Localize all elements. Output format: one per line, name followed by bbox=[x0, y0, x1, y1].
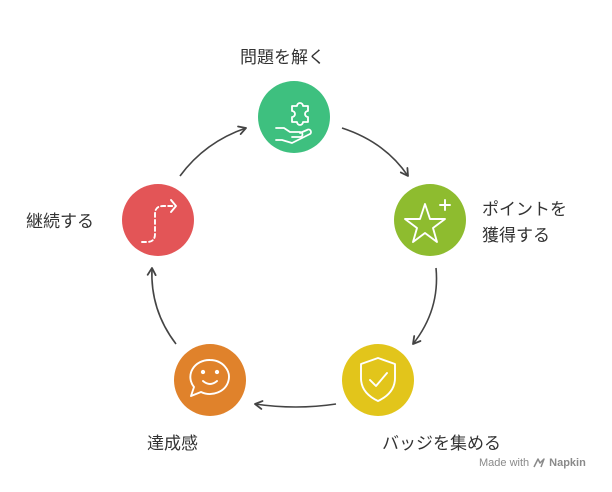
step-label-points-line2: 獲得する bbox=[482, 226, 550, 246]
arrow-5-to-1 bbox=[179, 125, 247, 177]
puzzle-hand-icon bbox=[275, 102, 312, 144]
watermark-brand: Napkin bbox=[549, 457, 586, 469]
step-circle-badges bbox=[342, 344, 414, 416]
step-label-achievement: 達成感 bbox=[147, 434, 198, 454]
step-label-badges: バッジを集める bbox=[382, 434, 501, 454]
shield-check-icon bbox=[360, 357, 396, 402]
arrow-3-to-4 bbox=[254, 400, 337, 410]
star-plus-icon bbox=[404, 199, 451, 243]
arrow-1-to-2 bbox=[341, 127, 409, 177]
step-node-points bbox=[394, 184, 466, 256]
path-arrow-icon bbox=[141, 199, 177, 243]
watermark-text: Made with bbox=[479, 457, 530, 469]
smile-chat-icon bbox=[189, 359, 230, 397]
napkin-logo-icon bbox=[533, 458, 545, 468]
step-label-continue: 継続する bbox=[26, 212, 94, 232]
step-circle-achievement bbox=[174, 344, 246, 416]
step-node-badges bbox=[342, 344, 414, 416]
arrow-2-to-3 bbox=[412, 267, 438, 345]
step-node-achievement bbox=[174, 344, 246, 416]
napkin-watermark[interactable]: Made with Napkin bbox=[479, 457, 586, 469]
step-node-continue bbox=[122, 184, 194, 256]
arrow-4-to-5 bbox=[146, 267, 177, 345]
step-circle-points bbox=[394, 184, 466, 256]
step-label-points-line1: ポイントを bbox=[482, 200, 567, 220]
step-node-solve bbox=[258, 81, 330, 153]
step-circle-continue bbox=[122, 184, 194, 256]
step-label-solve: 問題を解く bbox=[240, 48, 325, 68]
